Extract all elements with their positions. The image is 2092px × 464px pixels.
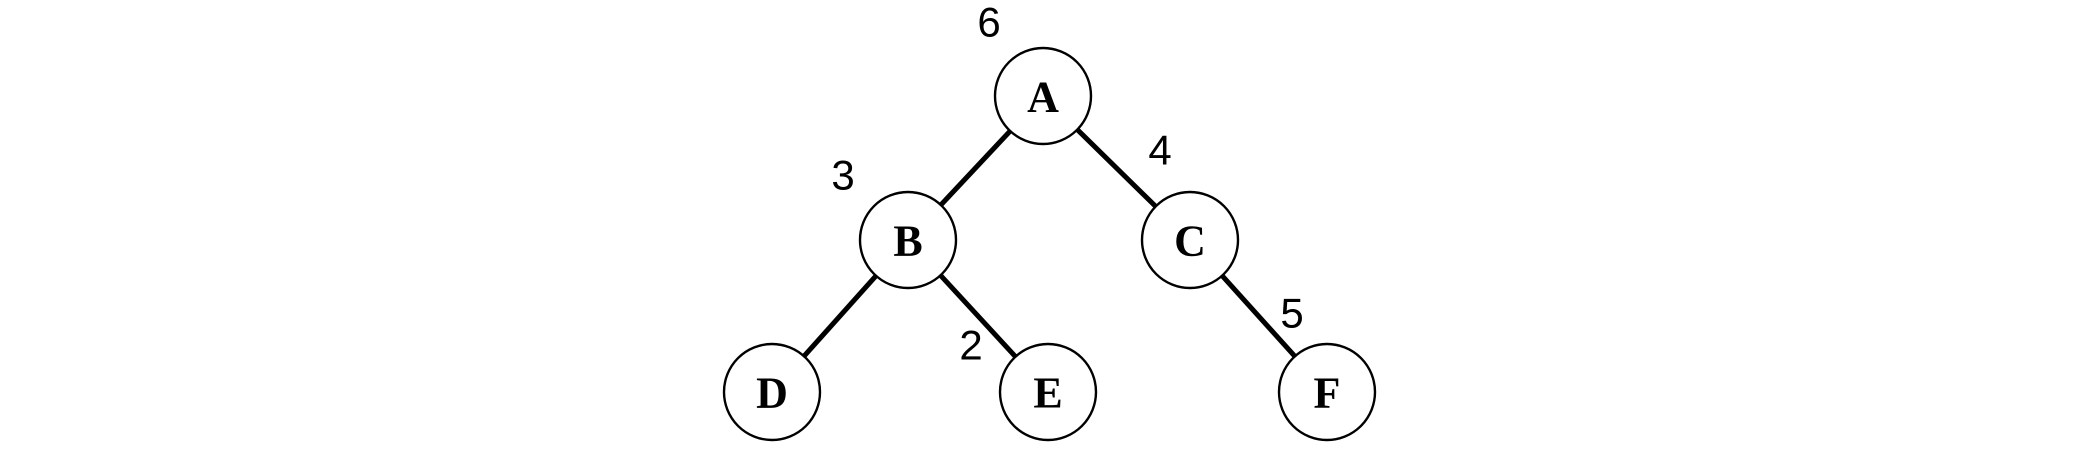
- node-circle-b[interactable]: [858, 190, 958, 290]
- tree-edge-a-b: [939, 129, 1012, 207]
- tree-node-e[interactable]: E: [998, 342, 1098, 442]
- edge-weight-c-f: 5: [1280, 290, 1303, 337]
- tree-node-b[interactable]: B: [858, 190, 958, 290]
- tree-edge-b-d: [802, 274, 878, 358]
- edge-weight-b-d: 3: [831, 152, 854, 199]
- tree-edge-c-f: [1220, 273, 1297, 359]
- edge-weight-a-b: 6: [977, 0, 1000, 46]
- node-circle-c[interactable]: [1140, 190, 1240, 290]
- node-label-f: F: [1314, 369, 1341, 418]
- nodes-group: A B C D E F: [722, 46, 1377, 442]
- edge-weights-group: 6 4 3 2 5: [831, 0, 1303, 369]
- tree-node-f[interactable]: F: [1277, 342, 1377, 442]
- tree-node-d[interactable]: D: [722, 342, 822, 442]
- tree-edge-a-c: [1075, 127, 1158, 209]
- node-label-e: E: [1033, 369, 1062, 418]
- tree-node-c[interactable]: C: [1140, 190, 1240, 290]
- tree-node-a[interactable]: A: [993, 46, 1093, 146]
- node-label-b: B: [893, 217, 922, 266]
- node-label-a: A: [1027, 73, 1059, 122]
- edges-group: [802, 127, 1297, 359]
- edge-weight-a-c: 4: [1148, 127, 1171, 174]
- edge-weight-b-e: 2: [959, 322, 982, 369]
- node-label-d: D: [756, 369, 788, 418]
- node-circle-f[interactable]: [1277, 342, 1377, 442]
- node-circle-d[interactable]: [722, 342, 822, 442]
- tree-edge-b-e: [938, 273, 1018, 359]
- node-label-c: C: [1174, 217, 1206, 266]
- node-circle-a[interactable]: [993, 46, 1093, 146]
- node-circle-e[interactable]: [998, 342, 1098, 442]
